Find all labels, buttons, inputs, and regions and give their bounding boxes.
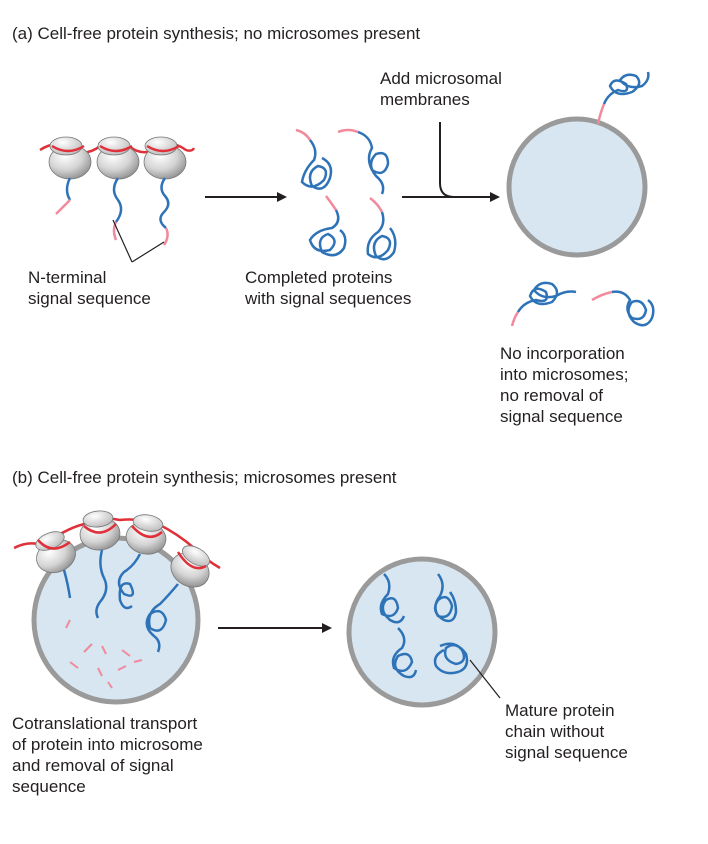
label-add-microsomal: Add microsomal membranes	[380, 69, 502, 109]
external-protein-top	[596, 71, 650, 125]
mature-protein-3	[391, 627, 418, 679]
microsome-a	[506, 116, 648, 258]
mrna-front-b	[83, 523, 117, 534]
nascent-chain	[65, 177, 72, 201]
mature-protein-1	[379, 573, 406, 624]
nascent-chain	[112, 177, 123, 223]
ribosome-a1	[48, 136, 92, 180]
pointer-line	[112, 219, 133, 263]
mrna-front	[51, 144, 85, 153]
panel-a-title: (a) Cell-free protein synthesis; no micr…	[12, 24, 421, 43]
label-completed-proteins: Completed proteins with signal sequences	[245, 268, 412, 308]
pointer-line-mature	[469, 659, 501, 699]
mature-protein-4	[433, 642, 469, 675]
signal-seq	[162, 227, 169, 246]
ribosome-a3	[143, 136, 187, 180]
mrna-front-b	[37, 539, 71, 550]
pointer-line	[131, 241, 165, 263]
label-n-terminal-signal: N-terminal signal sequence	[28, 268, 151, 308]
panel-b-title: (b) Cell-free protein synthesis; microso…	[12, 468, 397, 487]
completed-protein-4	[366, 197, 397, 261]
add-membranes-line	[439, 122, 455, 198]
ribosome-a2	[96, 136, 140, 180]
chain-b2	[95, 549, 108, 619]
ribosome-b4	[170, 545, 210, 588]
cleaved-signal-fragments	[65, 619, 143, 689]
mrna-front	[146, 144, 180, 153]
chain-b3	[117, 553, 142, 610]
microsome-b2	[346, 556, 498, 708]
label-no-incorporation: No incorporation into microsomes; no rem…	[500, 344, 629, 426]
chain-b4	[145, 583, 179, 653]
completed-protein-3	[308, 195, 347, 257]
external-protein-right	[591, 290, 655, 327]
chain-b1	[62, 569, 72, 599]
completed-protein-1	[295, 128, 333, 190]
mrna-front	[99, 144, 133, 153]
signal-seq	[112, 221, 118, 241]
mrna-front-b	[176, 551, 207, 570]
signal-seq	[55, 199, 71, 215]
completed-protein-2	[337, 128, 390, 195]
external-protein-left	[510, 281, 577, 327]
ribosome-b2	[79, 510, 121, 551]
nascent-chain	[159, 177, 170, 229]
label-mature-protein: Mature protein chain without signal sequ…	[505, 701, 628, 762]
label-cotranslational-transport: Cotranslational transport of protein int…	[12, 714, 203, 796]
mrna-front-b	[131, 525, 163, 539]
mature-protein-2	[433, 573, 458, 623]
